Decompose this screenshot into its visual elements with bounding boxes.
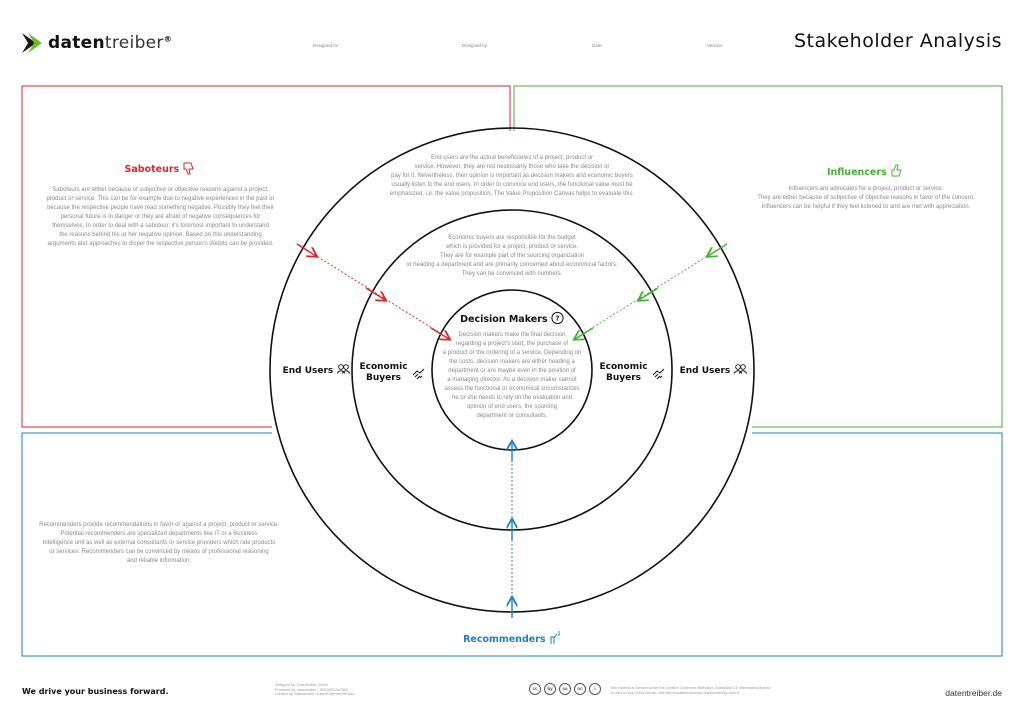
info-icon: i — [589, 683, 601, 695]
saboteurs-frame — [21, 85, 511, 428]
influencers-text: Influencers are advocates for a project,… — [757, 186, 975, 210]
recommender-icon — [550, 631, 561, 644]
thumbs-up-icon — [891, 164, 902, 177]
handshake-icon — [652, 368, 664, 379]
users-icon — [734, 364, 748, 374]
handshake-icon — [412, 368, 424, 379]
saboteur-arrow-3 — [430, 327, 449, 339]
license-text: This material is licensed under the Crea… — [610, 686, 772, 695]
influencer-arrow-3 — [575, 327, 594, 339]
recommenders-heading: Recommenders — [452, 631, 572, 645]
saboteurs-text: Saboteurs are either because of subjecti… — [46, 187, 275, 247]
saboteur-arrow-1 — [296, 243, 316, 256]
end-users-label-left: End Users — [277, 364, 357, 377]
saboteur-arrow-2 — [365, 287, 385, 300]
saboteurs-heading: Saboteurs — [115, 162, 205, 175]
page-title: Stakeholder Analysis — [794, 30, 1002, 52]
designed-by-label: Designed by: — [462, 43, 489, 48]
influencer-arrow-1 — [708, 243, 728, 256]
designed-for-label: Designed for: — [313, 43, 340, 48]
decision-makers-heading: Decision Makers ? — [452, 311, 572, 325]
influencers-frame — [513, 85, 1003, 428]
influencers-heading: Influencers — [820, 164, 910, 178]
logo: datentreiber® — [22, 28, 172, 58]
slogan: We drive your business forward. — [22, 687, 169, 696]
recommenders-frame — [21, 432, 1003, 657]
website-link[interactable]: datentreiber.de — [945, 688, 1002, 698]
economic-buyers-text: Economic buyers are responsible for the … — [406, 235, 618, 277]
cc-icon: cc — [529, 683, 541, 695]
license-icons: cc by sa nc i — [529, 683, 601, 695]
date-label: Date: — [592, 43, 603, 48]
saboteur-path — [296, 243, 441, 334]
nc-icon: nc — [574, 683, 586, 695]
influencer-path — [583, 243, 728, 334]
thumbs-down-icon — [183, 162, 195, 175]
logo-icon — [22, 33, 42, 53]
sa-icon: sa — [559, 683, 571, 695]
users-icon — [337, 364, 351, 374]
brand-name: datentreiber® — [48, 33, 173, 53]
influencer-arrow-2 — [639, 287, 659, 300]
svg-text:?: ? — [555, 315, 559, 323]
end-users-text: End users are the actual beneficiaries o… — [389, 155, 635, 197]
recommenders-text: Recommenders provide recommendations in … — [39, 522, 279, 564]
by-icon: by — [544, 683, 556, 695]
version-label: Version: — [707, 43, 724, 48]
question-icon: ? — [551, 311, 564, 325]
end-users-label-right: End Users — [674, 364, 754, 377]
